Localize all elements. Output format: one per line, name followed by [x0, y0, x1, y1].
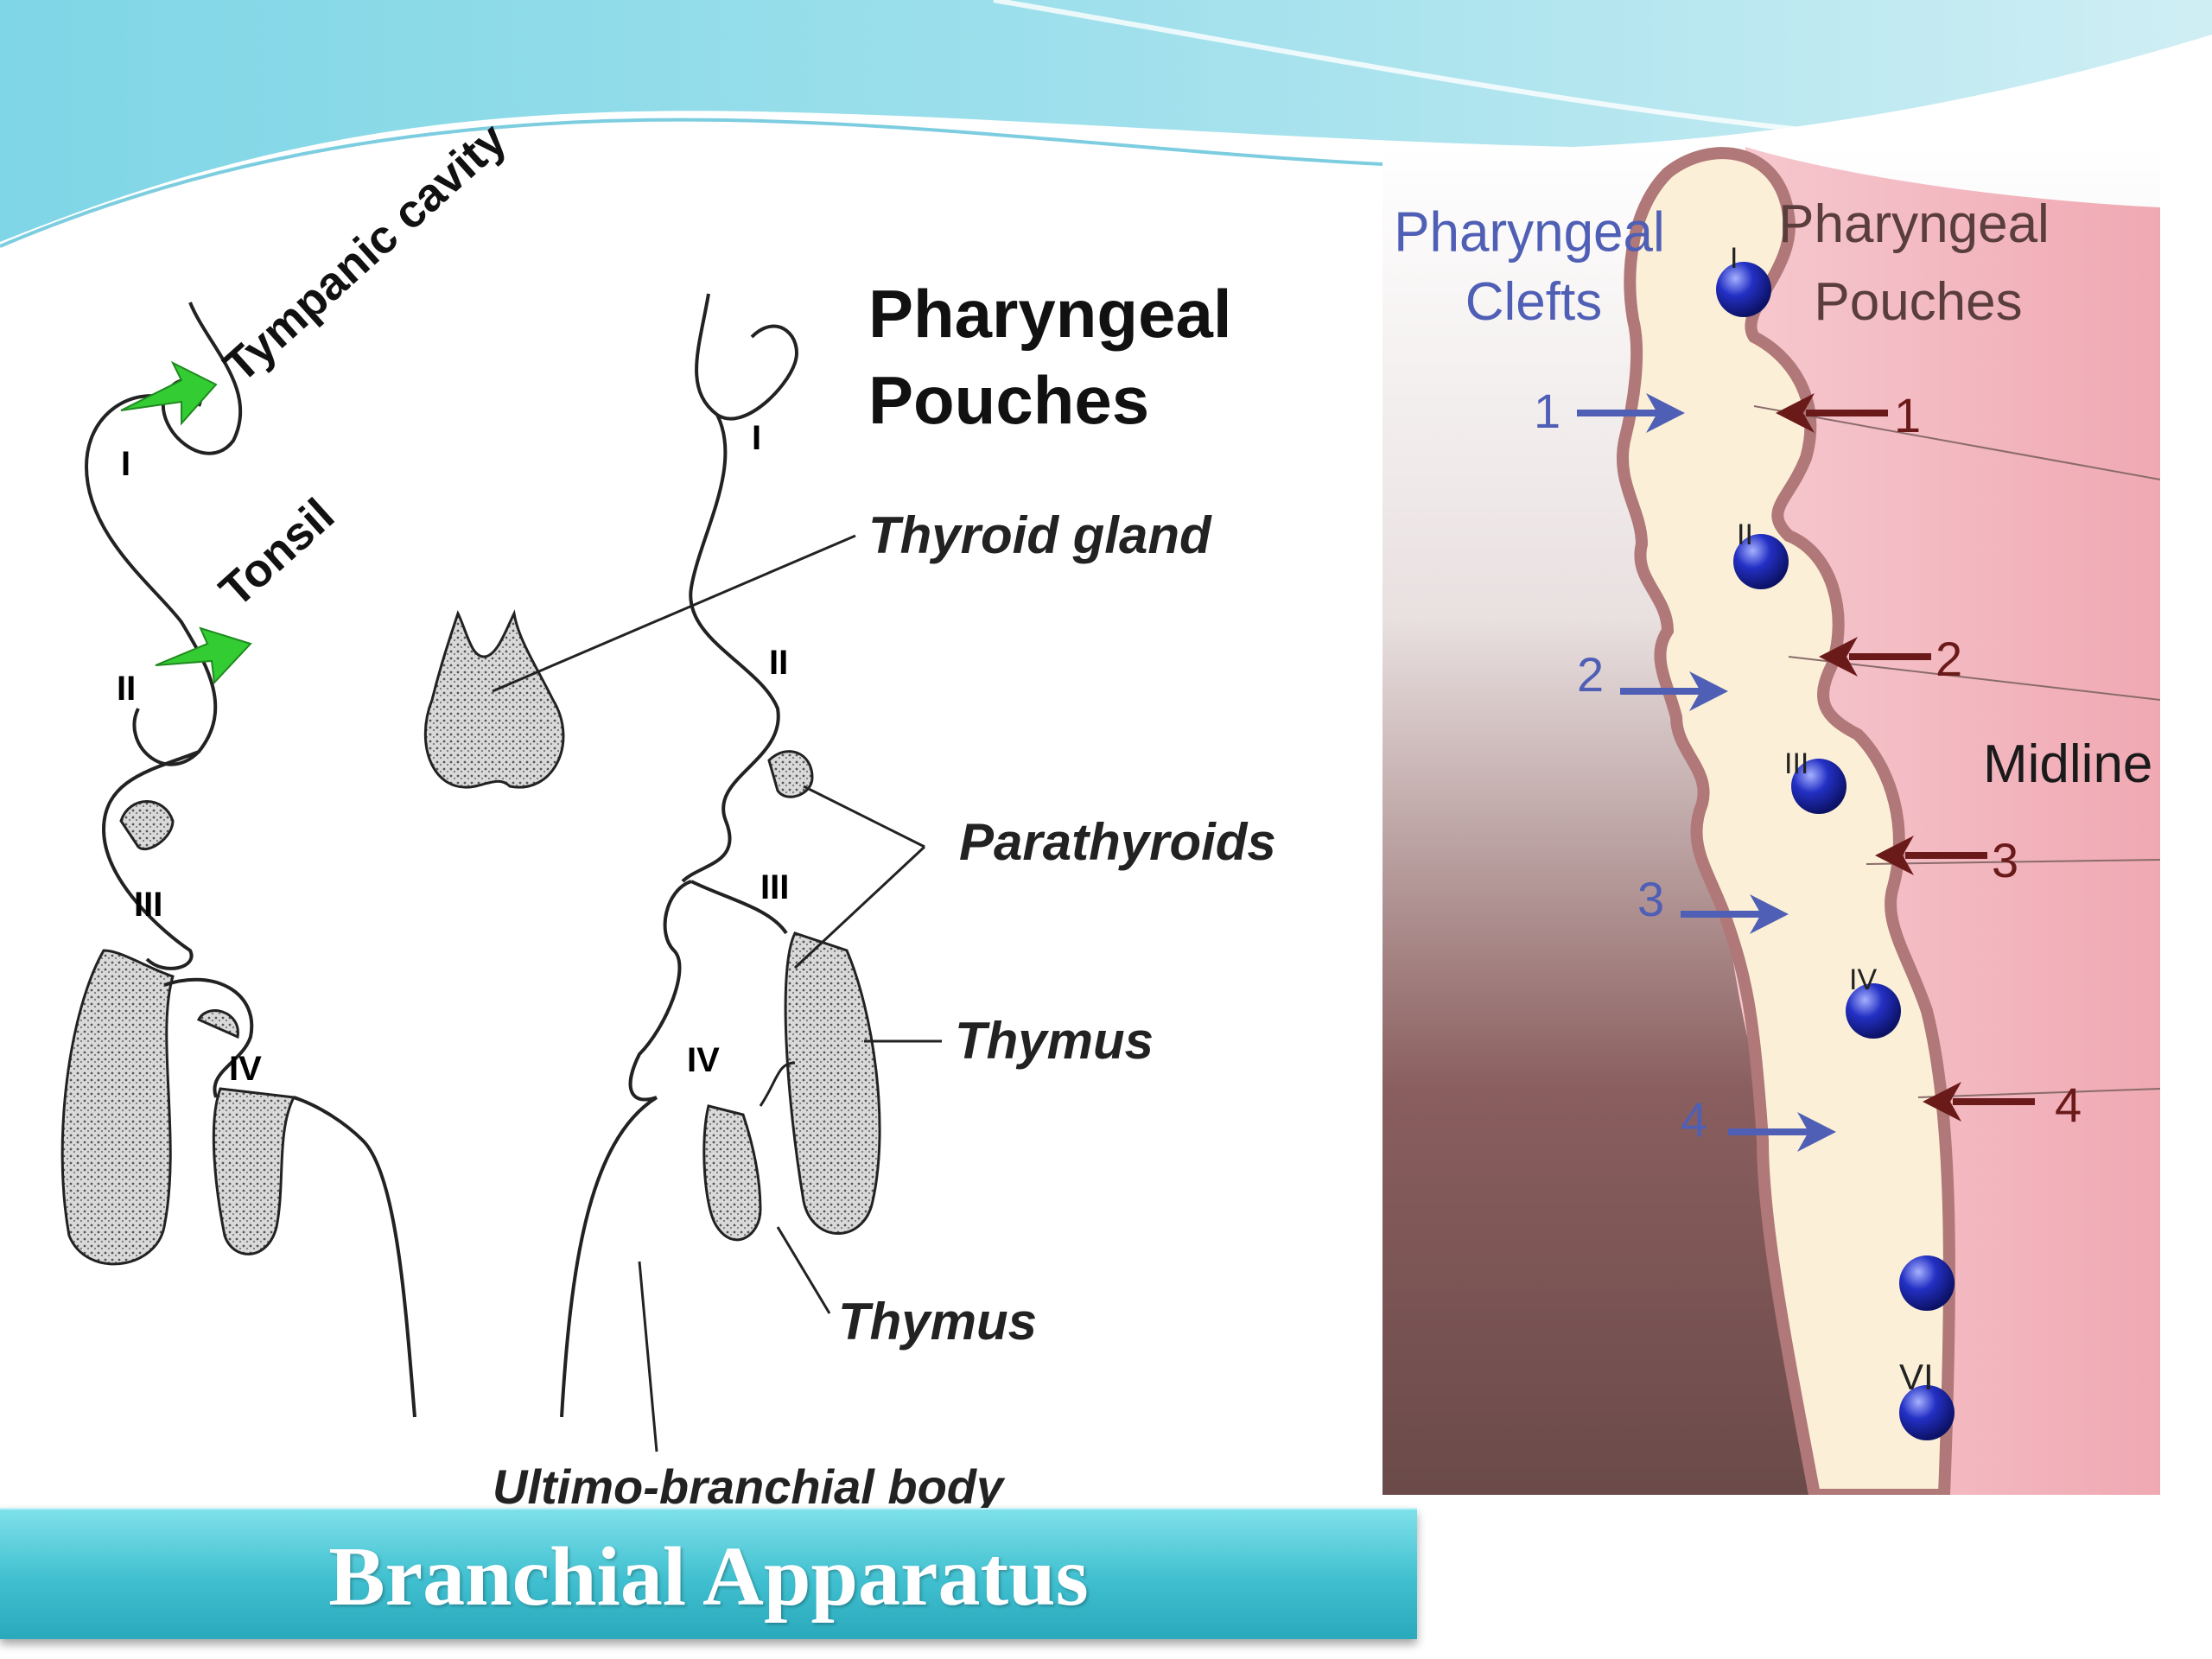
clefts-heading-line2: Clefts — [1465, 272, 1602, 332]
title-banner: Branchial Apparatus — [0, 1508, 1417, 1639]
svg-text:4: 4 — [2055, 1077, 2082, 1132]
right-thymus-shape — [785, 933, 880, 1234]
svg-text:2: 2 — [1577, 647, 1604, 702]
arch-numeral-6: VI — [1899, 1357, 1934, 1397]
clefts-pouches-diagram: I II III IV VI Pharyngeal Clefts Pharyng… — [1382, 147, 2160, 1495]
tympanic-arrow-icon — [121, 363, 216, 423]
svg-text:4: 4 — [1681, 1092, 1707, 1147]
arch-numeral-3: III — [1784, 747, 1808, 780]
svg-text:2: 2 — [1936, 632, 1962, 686]
arch-numeral-2: II — [1737, 518, 1753, 551]
label-thyroid-gland: Thyroid gland — [868, 506, 1212, 564]
right-parathyroid-shape — [769, 752, 812, 798]
svg-text:1: 1 — [1534, 384, 1560, 438]
tonsil-arrow-icon — [156, 628, 251, 683]
arch-numeral-1: I — [1730, 242, 1738, 275]
left-numeral-1: I — [121, 445, 130, 483]
left-thymus-shape — [62, 950, 173, 1264]
left-numeral-2: II — [117, 670, 136, 708]
label-thymus-lower: Thymus — [838, 1293, 1037, 1351]
right-ultimo-shape — [704, 1106, 760, 1240]
midline-label: Midline — [1983, 734, 2152, 794]
annotation-tympanic-cavity: Tympanic cavity — [214, 113, 516, 392]
slide-title: Branchial Apparatus — [0, 1529, 1417, 1625]
right-numeral-2: II — [769, 644, 788, 682]
svg-text:3: 3 — [1992, 833, 2018, 887]
svg-text:3: 3 — [1637, 872, 1664, 926]
left-numeral-3: III — [134, 886, 162, 924]
pouches-heading-line1: Pharyngeal — [1778, 194, 2050, 254]
arch-ball-5 — [1899, 1255, 1955, 1311]
thyroid-gland-shape — [425, 613, 563, 787]
svg-text:1: 1 — [1894, 388, 1921, 442]
label-ultimo-branchial-body: Ultimo-branchial body — [493, 1459, 1006, 1514]
pouches-heading-line2: Pouches — [1814, 272, 2022, 332]
label-parathyroids: Parathyroids — [959, 813, 1276, 871]
left-heading-line1: Pharyngeal — [868, 276, 1232, 352]
arch-ball-1 — [1716, 262, 1771, 317]
label-thymus-upper: Thymus — [955, 1012, 1154, 1070]
pharyngeal-pouches-diagram: I II III IV I II III IV Pharyngeal Pouch… — [35, 104, 1313, 1521]
left-heading-line2: Pouches — [868, 362, 1149, 438]
left-ultimo-shape — [213, 1089, 294, 1254]
right-numeral-4: IV — [687, 1041, 720, 1079]
arch-numeral-4: IV — [1849, 963, 1877, 996]
left-numeral-4: IV — [229, 1050, 262, 1088]
right-numeral-1: I — [752, 419, 761, 457]
annotation-tonsil: Tonsil — [210, 489, 344, 617]
right-numeral-3: III — [760, 868, 789, 906]
clefts-heading-line1: Pharyngeal — [1394, 200, 1665, 264]
left-parathyroid-shape — [121, 802, 173, 849]
